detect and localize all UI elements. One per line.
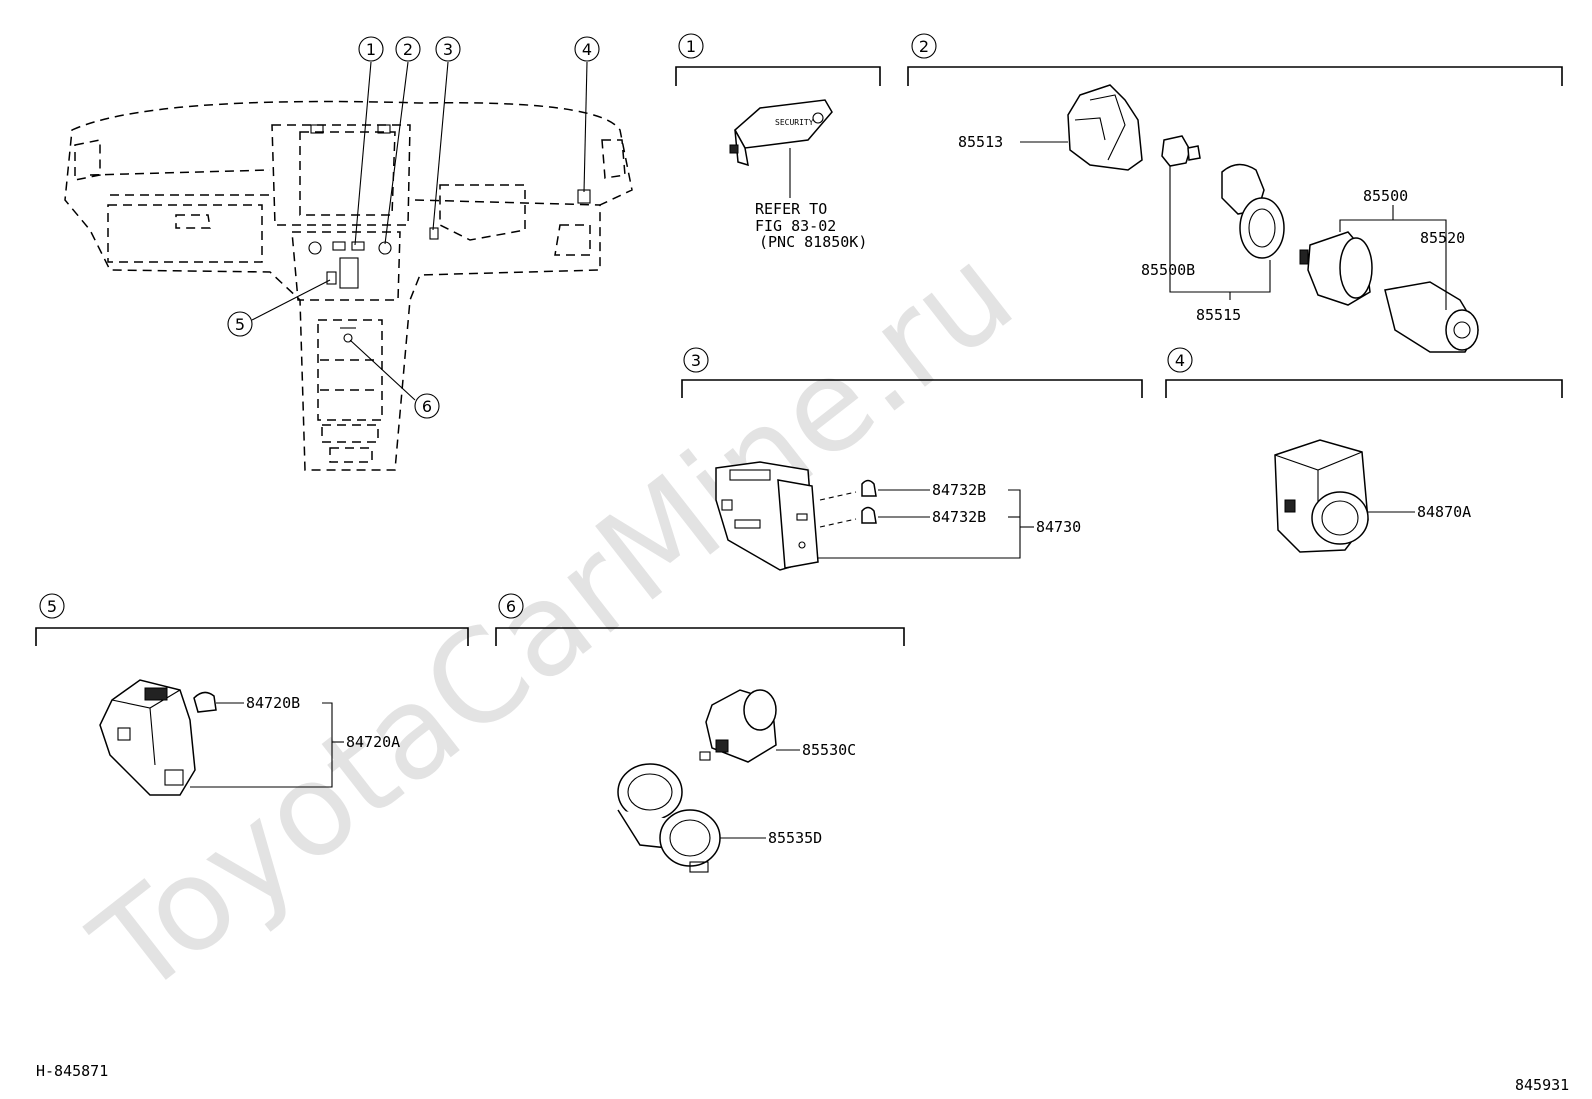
part-label-85500: 85500 <box>1363 187 1408 205</box>
part-label-85515: 85515 <box>1196 306 1241 324</box>
section-6: 6 85530C 85535D <box>495 593 905 873</box>
switch-84730 <box>715 461 819 571</box>
part-label-85530C: 85530C <box>802 741 856 759</box>
section-6-number: 6 <box>506 597 516 616</box>
overview-callout-4: 4 <box>574 36 600 62</box>
bulb-84732B-upper <box>861 479 877 497</box>
svg-text:4: 4 <box>582 40 592 59</box>
bulb-85500B <box>1161 135 1201 167</box>
part-label-84732B-lower: 84732B <box>932 508 986 526</box>
section-5: 5 84720B 84720A <box>35 593 469 796</box>
section-4: 4 84870A <box>1165 347 1563 553</box>
part-label-85500B: 85500B <box>1141 261 1195 279</box>
section-3: 3 84732B 84732B 84730 <box>681 347 1143 571</box>
security-label: SECURITY <box>775 118 814 127</box>
part-label-85513: 85513 <box>958 133 1003 151</box>
socket-85530C <box>699 689 777 763</box>
svg-text:3: 3 <box>443 40 453 59</box>
part-label-85535D: 85535D <box>768 829 822 847</box>
overview-callout-6: 6 <box>414 393 440 419</box>
figure-code-left: H-845871 <box>36 1062 108 1080</box>
part-label-84870A: 84870A <box>1417 503 1471 521</box>
security-indicator-part: SECURITY <box>729 99 833 167</box>
section-1-note-line1: REFER TO <box>755 200 827 218</box>
section-3-number: 3 <box>691 351 701 370</box>
bulb-84720B <box>193 691 217 713</box>
svg-text:5: 5 <box>235 315 245 334</box>
cover-85535D <box>617 763 721 873</box>
switch-84870A <box>1274 439 1369 553</box>
section-5-number: 5 <box>47 597 57 616</box>
figure-code-right: 845931 <box>1515 1076 1569 1094</box>
socket-85500 <box>1299 231 1373 306</box>
part-label-84720A: 84720A <box>346 733 400 751</box>
overview-callout-2: 2 <box>395 36 421 62</box>
switch-84720A <box>99 679 196 796</box>
section-2-number: 2 <box>919 37 929 56</box>
svg-text:1: 1 <box>366 40 376 59</box>
socket-housing-85513 <box>1067 84 1143 171</box>
overview-callout-1: 1 <box>358 36 384 62</box>
overview-callout-5: 5 <box>227 311 253 337</box>
cigarette-lighter-85520 <box>1384 281 1479 353</box>
socket-85515 <box>1221 163 1285 259</box>
part-label-84732B-upper: 84732B <box>932 481 986 499</box>
section-2: 2 85513 <box>907 33 1563 353</box>
section-1-note-line3: (PNC 81850K) <box>759 233 867 251</box>
part-label-84730: 84730 <box>1036 518 1081 536</box>
dashboard-overview: 1 2 3 4 5 6 <box>64 36 633 471</box>
section-1-note-line2: FIG 83-02 <box>755 217 836 235</box>
svg-text:2: 2 <box>403 40 413 59</box>
section-1: 1 SECURITY REFER TO FIG 83-02 (PNC 81850… <box>675 33 881 251</box>
part-label-84720B: 84720B <box>246 694 300 712</box>
svg-text:6: 6 <box>422 397 432 416</box>
bulb-84732B-lower <box>861 506 877 524</box>
overview-callout-3: 3 <box>435 36 461 62</box>
section-4-number: 4 <box>1175 351 1185 370</box>
watermark: ToyotaCarMine.ru <box>67 219 1041 1025</box>
section-1-number: 1 <box>686 37 696 56</box>
part-label-85520: 85520 <box>1420 229 1465 247</box>
